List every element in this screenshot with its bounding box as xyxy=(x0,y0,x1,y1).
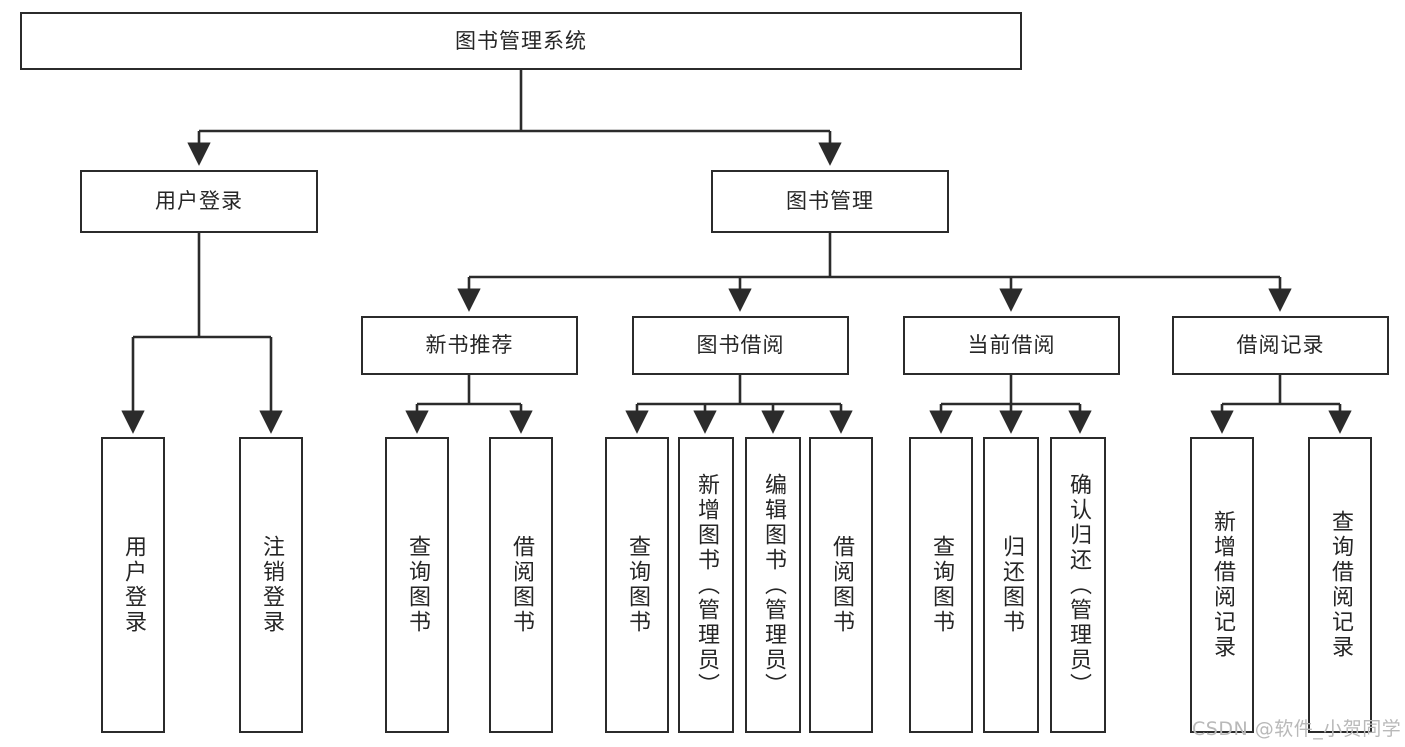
node-new-book-recommend[interactable]: 新书推荐 xyxy=(361,316,578,375)
node-book-borrow[interactable]: 图书借阅 xyxy=(632,316,849,375)
node-leaf-confirm-return-label: 确认归还（管理员） xyxy=(1065,472,1091,698)
node-leaf-user-login-label: 用户登录 xyxy=(120,535,146,635)
csdn-watermark: CSDN @软件_小贺同学 xyxy=(1192,718,1402,740)
node-leaf-borrow-book-2[interactable]: 借阅图书 xyxy=(809,437,873,733)
node-book-manage[interactable]: 图书管理 xyxy=(711,170,949,233)
node-current-borrow[interactable]: 当前借阅 xyxy=(903,316,1120,375)
node-leaf-query-book-3-label: 查询图书 xyxy=(928,535,954,635)
node-leaf-query-book-2[interactable]: 查询图书 xyxy=(605,437,669,733)
node-leaf-return-book[interactable]: 归还图书 xyxy=(983,437,1039,733)
node-borrow-record[interactable]: 借阅记录 xyxy=(1172,316,1389,375)
node-leaf-add-record[interactable]: 新增借阅记录 xyxy=(1190,437,1254,733)
node-leaf-add-book[interactable]: 新增图书（管理员） xyxy=(678,437,734,733)
node-leaf-borrow-book-1[interactable]: 借阅图书 xyxy=(489,437,553,733)
node-leaf-user-login[interactable]: 用户登录 xyxy=(101,437,165,733)
node-leaf-query-book-1[interactable]: 查询图书 xyxy=(385,437,449,733)
node-leaf-borrow-book-2-label: 借阅图书 xyxy=(828,535,854,635)
node-current-borrow-label: 当前借阅 xyxy=(967,333,1056,358)
node-leaf-logout-login-label: 注销登录 xyxy=(258,535,284,635)
node-leaf-return-book-label: 归还图书 xyxy=(998,535,1024,635)
node-user-login-label: 用户登录 xyxy=(155,189,243,214)
node-leaf-add-book-label: 新增图书（管理员） xyxy=(693,472,719,698)
node-leaf-query-book-3[interactable]: 查询图书 xyxy=(909,437,973,733)
node-leaf-query-record[interactable]: 查询借阅记录 xyxy=(1308,437,1372,733)
node-leaf-borrow-book-1-label: 借阅图书 xyxy=(508,535,534,635)
node-leaf-query-book-1-label: 查询图书 xyxy=(404,535,430,635)
node-leaf-edit-book-label: 编辑图书（管理员） xyxy=(760,472,786,698)
node-leaf-query-book-2-label: 查询图书 xyxy=(624,535,650,635)
node-leaf-add-record-label: 新增借阅记录 xyxy=(1209,510,1235,660)
node-user-login[interactable]: 用户登录 xyxy=(80,170,318,233)
node-root-label: 图书管理系统 xyxy=(455,28,587,53)
node-leaf-edit-book[interactable]: 编辑图书（管理员） xyxy=(745,437,801,733)
node-new-book-recommend-label: 新书推荐 xyxy=(425,333,514,358)
node-book-manage-label: 图书管理 xyxy=(786,189,874,214)
node-book-borrow-label: 图书借阅 xyxy=(696,333,785,358)
node-root[interactable]: 图书管理系统 xyxy=(20,12,1022,70)
node-leaf-query-record-label: 查询借阅记录 xyxy=(1327,510,1353,660)
node-borrow-record-label: 借阅记录 xyxy=(1236,333,1325,358)
node-leaf-confirm-return[interactable]: 确认归还（管理员） xyxy=(1050,437,1106,733)
node-leaf-logout-login[interactable]: 注销登录 xyxy=(239,437,303,733)
